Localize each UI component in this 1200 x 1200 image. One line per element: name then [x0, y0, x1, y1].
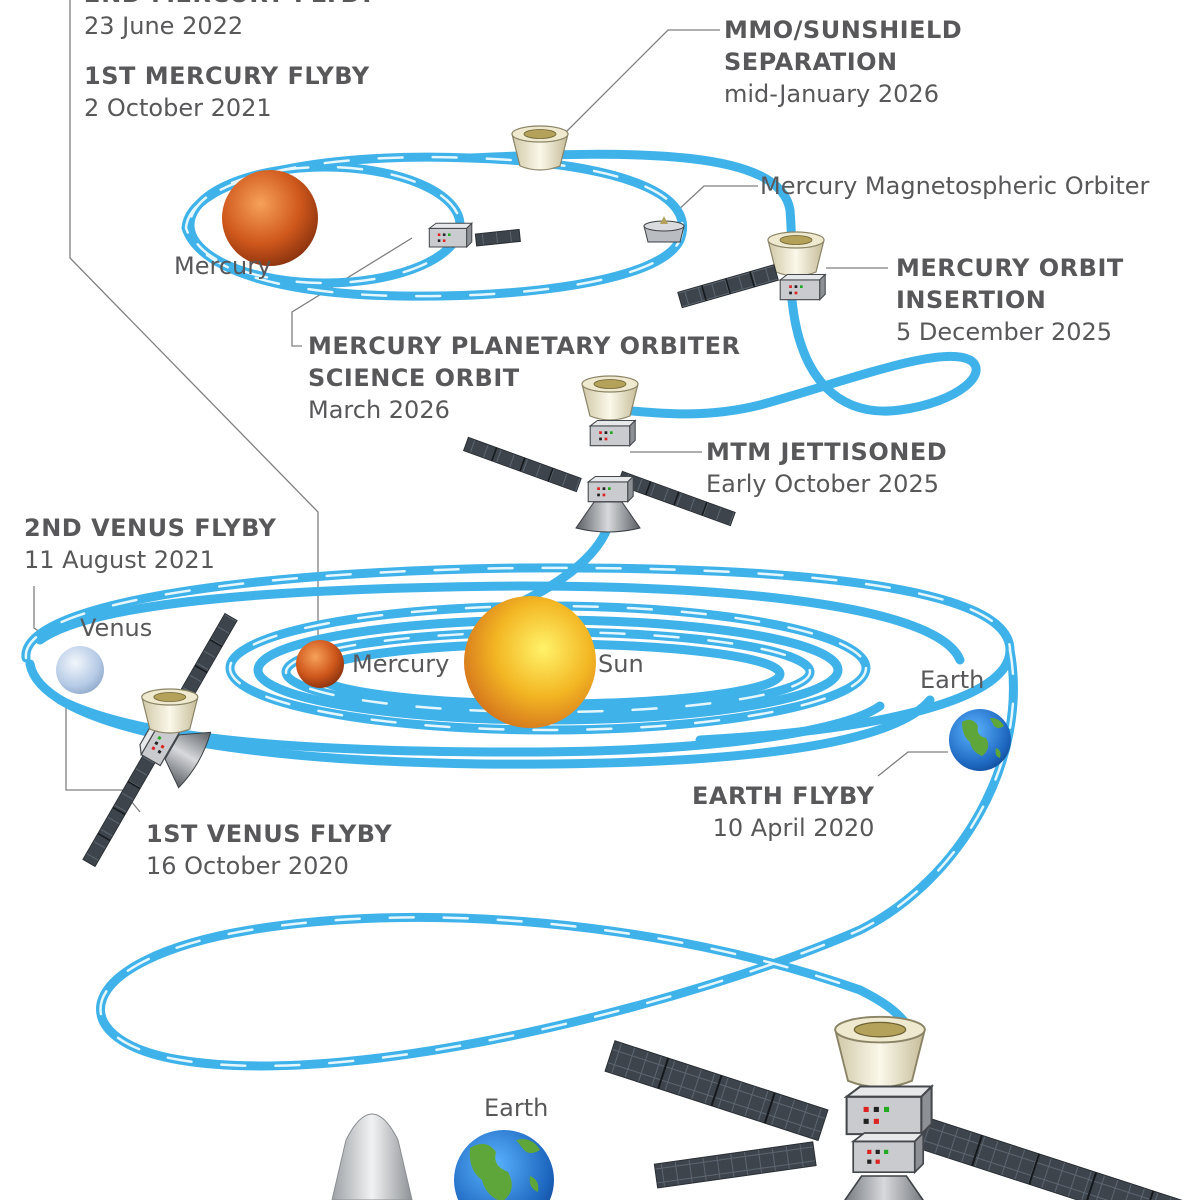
label-mmo: Mercury Magnetospheric Orbiter	[760, 172, 1150, 200]
2nd-venus-flyby-date: 11 August 2021	[24, 546, 215, 574]
venus-planet	[56, 646, 104, 694]
mercury-top-planet	[222, 170, 318, 266]
2nd-mercury-flyby-title: 2ND MERCURY FLYBY	[84, 0, 376, 10]
mmo-separation-title-2: SEPARATION	[724, 48, 898, 76]
label-venus: Venus	[80, 614, 153, 642]
orbit-insertion-title-1: MERCURY ORBIT	[896, 254, 1124, 282]
sun	[464, 596, 596, 728]
label-mtm-jettisoned: MTM JETTISONED Early October 2025	[706, 436, 947, 500]
earth-mid-globe	[949, 709, 1011, 771]
launch-stack-spacecraft	[604, 1015, 1200, 1200]
label-1st-mercury-flyby: 1ST MERCURY FLYBY 2 October 2021	[84, 60, 370, 124]
mercury-inner-planet	[296, 640, 344, 688]
leader-mmo	[675, 185, 758, 213]
mpo-spacecraft	[428, 222, 521, 248]
leader-2nd-venus	[33, 586, 41, 633]
earth-flyby-title: EARTH FLYBY	[692, 782, 875, 810]
orbit-insertion-spacecraft	[677, 231, 826, 309]
label-mercury-orbit-insertion: MERCURY ORBIT INSERTION 5 December 2025	[896, 252, 1124, 348]
2nd-venus-flyby-title: 2ND VENUS FLYBY	[24, 514, 277, 542]
orbit-insertion-title-2: INSERTION	[896, 286, 1047, 314]
1st-mercury-flyby-date: 2 October 2021	[84, 94, 272, 122]
leader-earth-flyby	[877, 751, 948, 777]
leader-mpo-science-orbit	[291, 237, 413, 347]
mpo-science-orbit-date: March 2026	[308, 396, 450, 424]
mpo-science-orbit-title-2: SCIENCE ORBIT	[308, 364, 520, 392]
2nd-mercury-flyby-date: 23 June 2022	[84, 12, 244, 40]
leader-mmo-separation	[565, 29, 720, 133]
mtm-jettisoned-date: Early October 2025	[706, 470, 939, 498]
mmo-spacecraft	[643, 216, 685, 243]
label-1st-venus-flyby: 1ST VENUS FLYBY 16 October 2020	[146, 818, 392, 882]
1st-venus-flyby-title: 1ST VENUS FLYBY	[146, 820, 393, 848]
earth-bottom-globe	[454, 1130, 554, 1200]
label-earth-mid: Earth	[920, 666, 985, 694]
label-mercury-inner: Mercury	[352, 650, 450, 678]
mmo-sunshield-spacecraft	[511, 125, 569, 171]
mmo-separation-title-1: MMO/SUNSHIELD	[724, 16, 963, 44]
label-2nd-mercury-flyby: 2ND MERCURY FLYBY 23 June 2022	[84, 0, 376, 42]
label-earth-bottom: Earth	[484, 1094, 549, 1122]
label-earth-flyby: EARTH FLYBY 10 April 2020	[692, 780, 874, 844]
mtm-jettisoned-title: MTM JETTISONED	[706, 438, 948, 466]
label-2nd-venus-flyby: 2ND VENUS FLYBY 11 August 2021	[24, 512, 276, 576]
mpo-science-orbit-title-1: MERCURY PLANETARY ORBITER	[308, 332, 741, 360]
label-mercury-top: Mercury	[174, 252, 272, 280]
label-mpo-science-orbit: MERCURY PLANETARY ORBITER SCIENCE ORBIT …	[308, 330, 741, 426]
label-mmo-separation: MMO/SUNSHIELD SEPARATION mid-January 202…	[724, 14, 962, 110]
earth-flyby-date: 10 April 2020	[712, 814, 875, 842]
1st-mercury-flyby-title: 1ST MERCURY FLYBY	[84, 62, 370, 90]
launcher-fairing	[331, 1113, 413, 1200]
mmo-separation-date: mid-January 2026	[724, 80, 939, 108]
1st-venus-flyby-date: 16 October 2020	[146, 852, 349, 880]
label-sun: Sun	[598, 650, 644, 678]
orbit-insertion-date: 5 December 2025	[896, 318, 1113, 346]
